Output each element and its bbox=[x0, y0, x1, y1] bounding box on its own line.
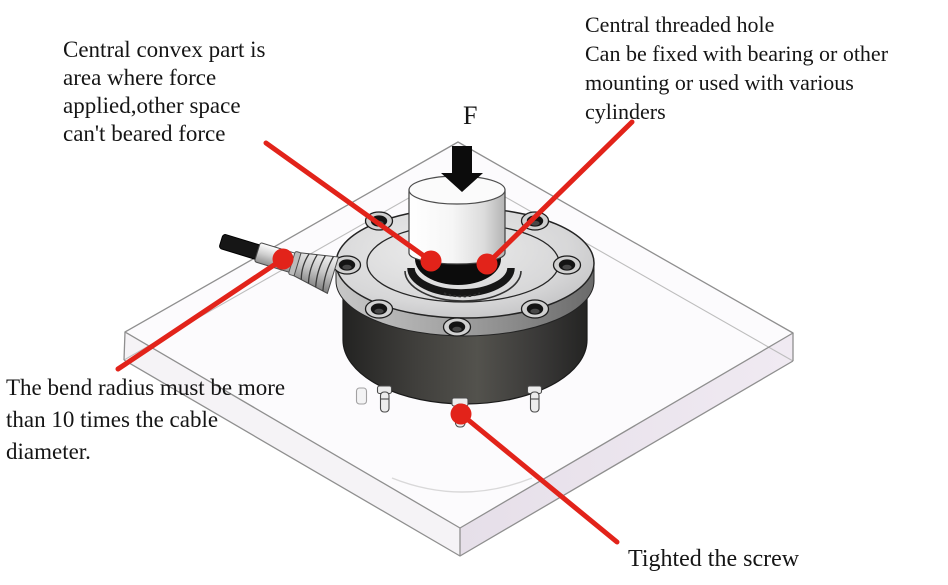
leader-bend-radius bbox=[115, 256, 286, 372]
plate-outline bbox=[123, 141, 794, 557]
bolt bbox=[332, 255, 362, 275]
dot-cable bbox=[272, 248, 294, 270]
annotation-tighten-screw: Tighted the screw bbox=[628, 546, 800, 572]
center-groove-outer bbox=[404, 270, 522, 302]
leader-dots bbox=[272, 248, 498, 425]
bolt bbox=[364, 299, 394, 319]
cable-gland-cone bbox=[293, 252, 340, 295]
bolt bbox=[520, 299, 550, 319]
force-label: F bbox=[463, 101, 478, 130]
leader-screw bbox=[458, 411, 620, 545]
gland-ribs bbox=[300, 253, 334, 291]
leader-convex-part bbox=[263, 140, 434, 264]
dot-screw bbox=[450, 403, 472, 425]
pin-left bbox=[376, 385, 393, 413]
base-shadow-arc bbox=[391, 477, 533, 493]
cable bbox=[219, 234, 262, 260]
annotation-convex-part: Central convex part is area where force … bbox=[63, 37, 266, 146]
bolt bbox=[442, 317, 472, 337]
leader-threaded-hole bbox=[484, 119, 635, 267]
center-groove-ring bbox=[407, 267, 515, 297]
force-arrow-icon bbox=[441, 146, 483, 192]
pin-right bbox=[526, 385, 543, 413]
convex-load-button bbox=[408, 175, 506, 265]
leader-lines bbox=[115, 119, 635, 545]
dot-threaded-hole bbox=[476, 253, 498, 275]
plate-right-face bbox=[460, 333, 793, 556]
annotation-bend-radius: The bend radius must be more than 10 tim… bbox=[6, 375, 286, 464]
bolt bbox=[552, 255, 582, 275]
annotation-threaded-hole: Central threaded hole Can be fixed with … bbox=[585, 12, 889, 124]
dot-convex-part bbox=[420, 250, 442, 272]
pin-far-left bbox=[355, 387, 368, 405]
plate-left-face bbox=[124, 332, 460, 556]
